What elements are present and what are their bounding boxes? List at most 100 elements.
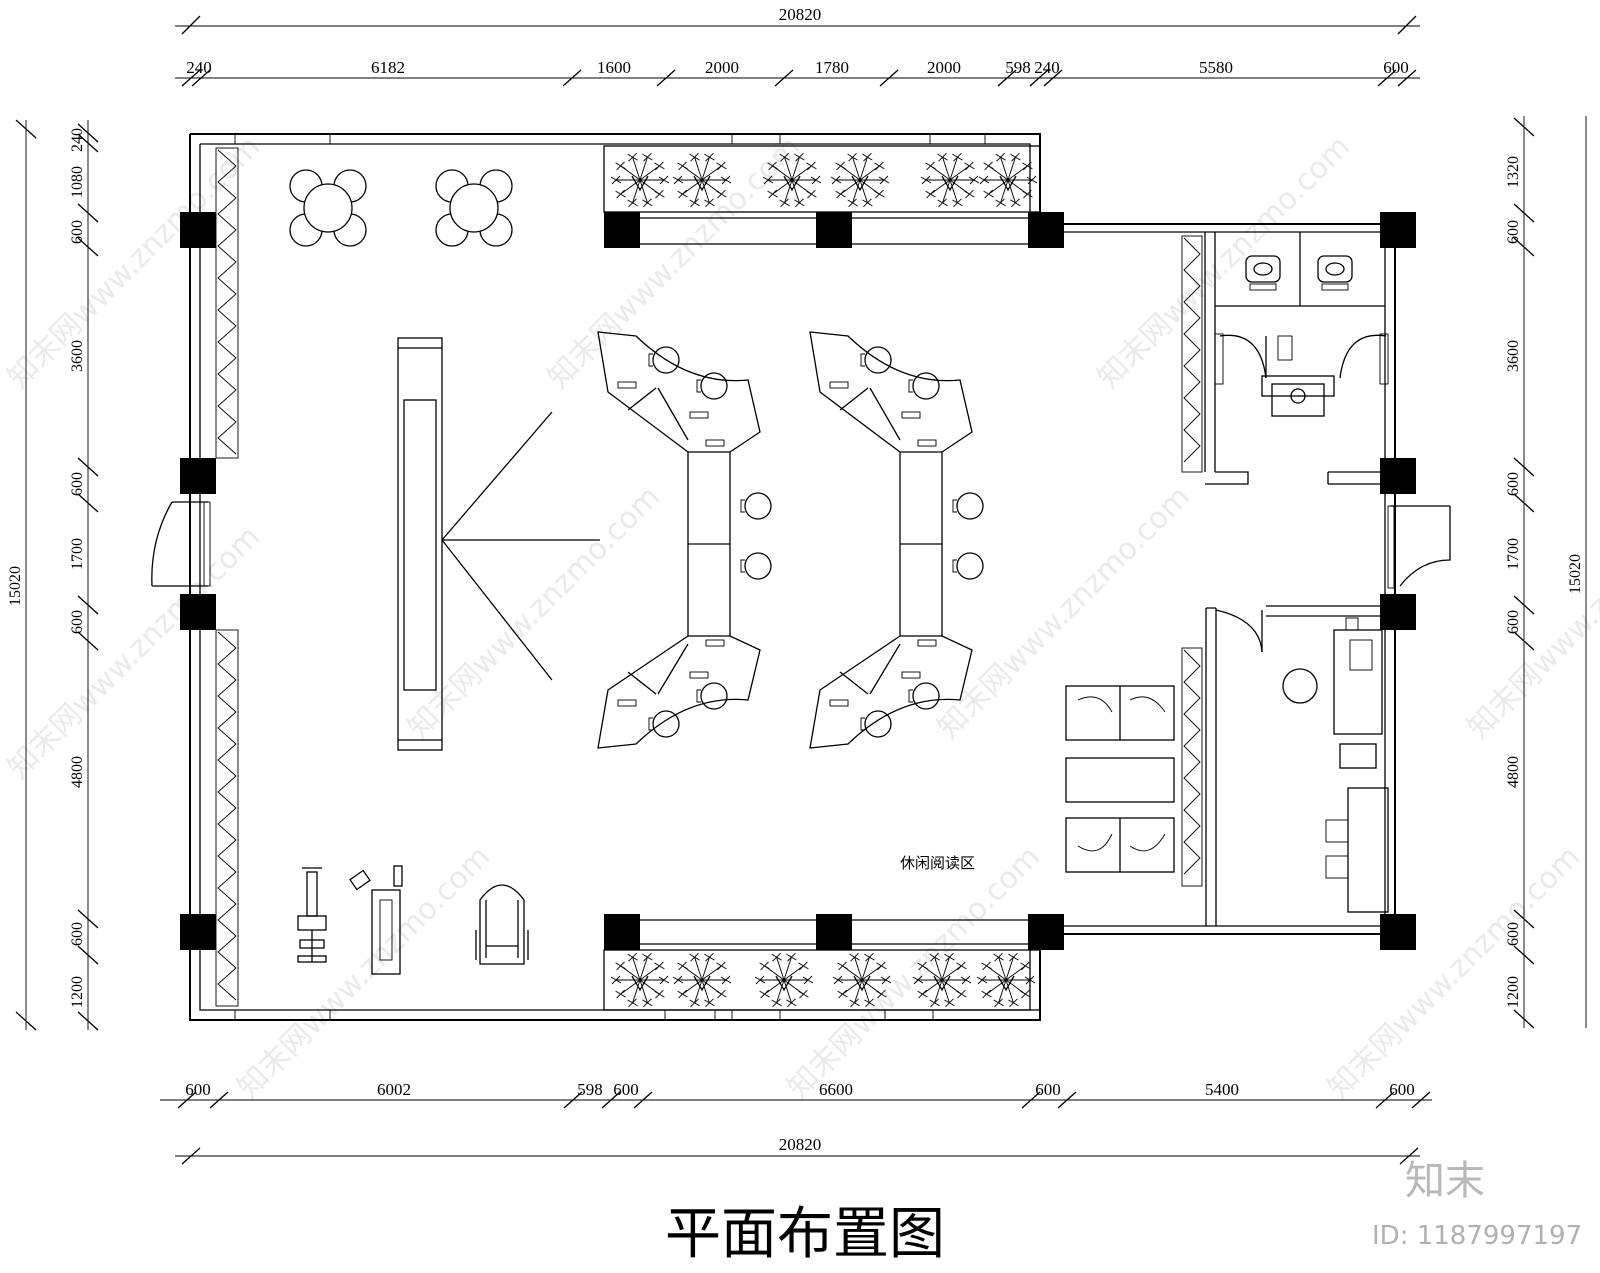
- dim-left-9: 1200: [69, 976, 86, 1008]
- dim-top-9: 600: [1383, 58, 1409, 77]
- dim-left-4: 600: [69, 472, 86, 496]
- watermark-text: 知末网www.znzmo.com: [1, 519, 267, 785]
- plant-icon: [610, 152, 670, 208]
- page-title: 平面布置图: [665, 1202, 945, 1267]
- workstation-cluster-icon: [597, 331, 772, 749]
- dim-right-5: 600: [1505, 610, 1522, 634]
- dim-left-7: 4800: [69, 756, 86, 788]
- treadmill-icon: [475, 884, 529, 965]
- dim-left-2: 600: [69, 220, 86, 244]
- dim-right-total: 15020: [1567, 554, 1584, 594]
- door-swing-icon: [151, 501, 211, 587]
- plant-icon: [978, 152, 1038, 208]
- watermark-text: 知末网www.znzmo.com: [1091, 129, 1357, 395]
- column: [180, 594, 216, 630]
- column: [816, 212, 852, 248]
- plant-icon: [754, 952, 814, 1008]
- door-swing-icon: [1387, 505, 1451, 589]
- round-table-with-chairs-icon: [435, 169, 513, 247]
- workstation-clusters: [597, 331, 984, 749]
- column: [1380, 914, 1416, 950]
- dim-right-1: 600: [1505, 220, 1522, 244]
- dim-right-3: 600: [1505, 472, 1522, 496]
- lounge-area: 休闲阅读区: [900, 685, 1175, 873]
- column: [604, 212, 640, 248]
- toilet-icon: [1317, 255, 1353, 291]
- column: [180, 212, 216, 248]
- plants: [610, 152, 1038, 1008]
- long-desk: [1347, 787, 1389, 913]
- dim-left-8: 600: [69, 922, 86, 946]
- watermark-text: 知末网www.znzmo.com: [231, 839, 497, 1105]
- dim-bottom-4: 6600: [819, 1080, 853, 1099]
- side-table: [1339, 743, 1377, 769]
- watermark-text: 知末网www.znzmo.com: [781, 839, 1047, 1105]
- dim-left-0: 240: [69, 128, 86, 152]
- round-tables: [289, 169, 513, 247]
- column: [1380, 594, 1416, 630]
- right-dimensions: 1320 600 3600 600 1700 600 4800 600 1200…: [1505, 116, 1587, 1029]
- reception-counter: [397, 337, 600, 751]
- dim-bottom-7: 600: [1389, 1080, 1415, 1099]
- dim-bottom-1: 6002: [377, 1080, 411, 1099]
- dim-left-3: 3600: [69, 340, 86, 372]
- doors: [151, 333, 1451, 653]
- plant-icon: [976, 952, 1036, 1008]
- dim-bottom-2: 598: [577, 1080, 603, 1099]
- plant-icon: [672, 952, 732, 1008]
- dim-bottom-5: 600: [1035, 1080, 1061, 1099]
- dim-top-4: 1780: [815, 58, 849, 77]
- brand-logo: 知末: [1405, 1158, 1485, 1204]
- workstation-cluster-icon: [809, 331, 984, 749]
- dim-top-1: 6182: [371, 58, 405, 77]
- plant-icon: [830, 152, 890, 208]
- plant-icon: [672, 152, 732, 208]
- bottom-dimensions: 600 6002 598 600 6600 600 5400 600 20820: [160, 1080, 1432, 1165]
- watermark-text: 知末网www.znzmo.com: [1, 129, 267, 395]
- dim-top-5: 2000: [927, 58, 961, 77]
- plant-icon: [920, 152, 980, 208]
- watermark-text: 知末网www.znzmo.com: [541, 129, 807, 395]
- dim-top-3: 2000: [705, 58, 739, 77]
- watermark-layer: 知末网www.znzmo.com 知末网www.znzmo.com 知末网www…: [1, 129, 1600, 1105]
- id-label: ID: 1187997197: [1372, 1221, 1582, 1251]
- column: [1380, 212, 1416, 248]
- dim-left-1: 1080: [69, 166, 86, 198]
- columns: [180, 145, 1416, 1011]
- dim-right-4: 1700: [1505, 538, 1522, 570]
- round-table: [1282, 668, 1318, 704]
- zone-label: 休闲阅读区: [900, 854, 975, 872]
- dim-bottom-0: 600: [185, 1080, 211, 1099]
- dim-right-8: 1200: [1505, 976, 1522, 1008]
- fitness-machine-icon: [297, 867, 327, 963]
- dim-bottom-total: 20820: [779, 1135, 822, 1154]
- office-room: [1282, 617, 1389, 913]
- dim-top-total: 20820: [779, 5, 822, 24]
- dim-left-total: 15020: [7, 566, 24, 606]
- column: [180, 914, 216, 950]
- dim-top-2: 1600: [597, 58, 631, 77]
- watermark-text: 知末网www.znzmo.com: [1321, 839, 1587, 1105]
- plant-icon: [832, 952, 892, 1008]
- dim-top-0: 240: [186, 58, 212, 77]
- sofa-icon: [1065, 685, 1175, 741]
- column: [816, 914, 852, 950]
- plant-icon: [762, 152, 822, 208]
- dim-left-5: 1700: [69, 538, 86, 570]
- walls: [189, 133, 1396, 1021]
- door-swing-icon: [1215, 609, 1263, 653]
- dim-right-6: 4800: [1505, 756, 1522, 788]
- chair: [1325, 819, 1349, 843]
- dim-top-7: 240: [1034, 58, 1060, 77]
- office-desk: [1333, 629, 1383, 735]
- chair: [1325, 855, 1349, 879]
- dim-top-6: 598: [1005, 58, 1031, 77]
- column: [1380, 458, 1416, 494]
- dim-right-7: 600: [1505, 922, 1522, 946]
- dim-left-6: 600: [69, 610, 86, 634]
- column: [1028, 914, 1064, 950]
- column: [180, 458, 216, 494]
- dim-bottom-6: 5400: [1205, 1080, 1239, 1099]
- dim-right-0: 1320: [1505, 156, 1522, 188]
